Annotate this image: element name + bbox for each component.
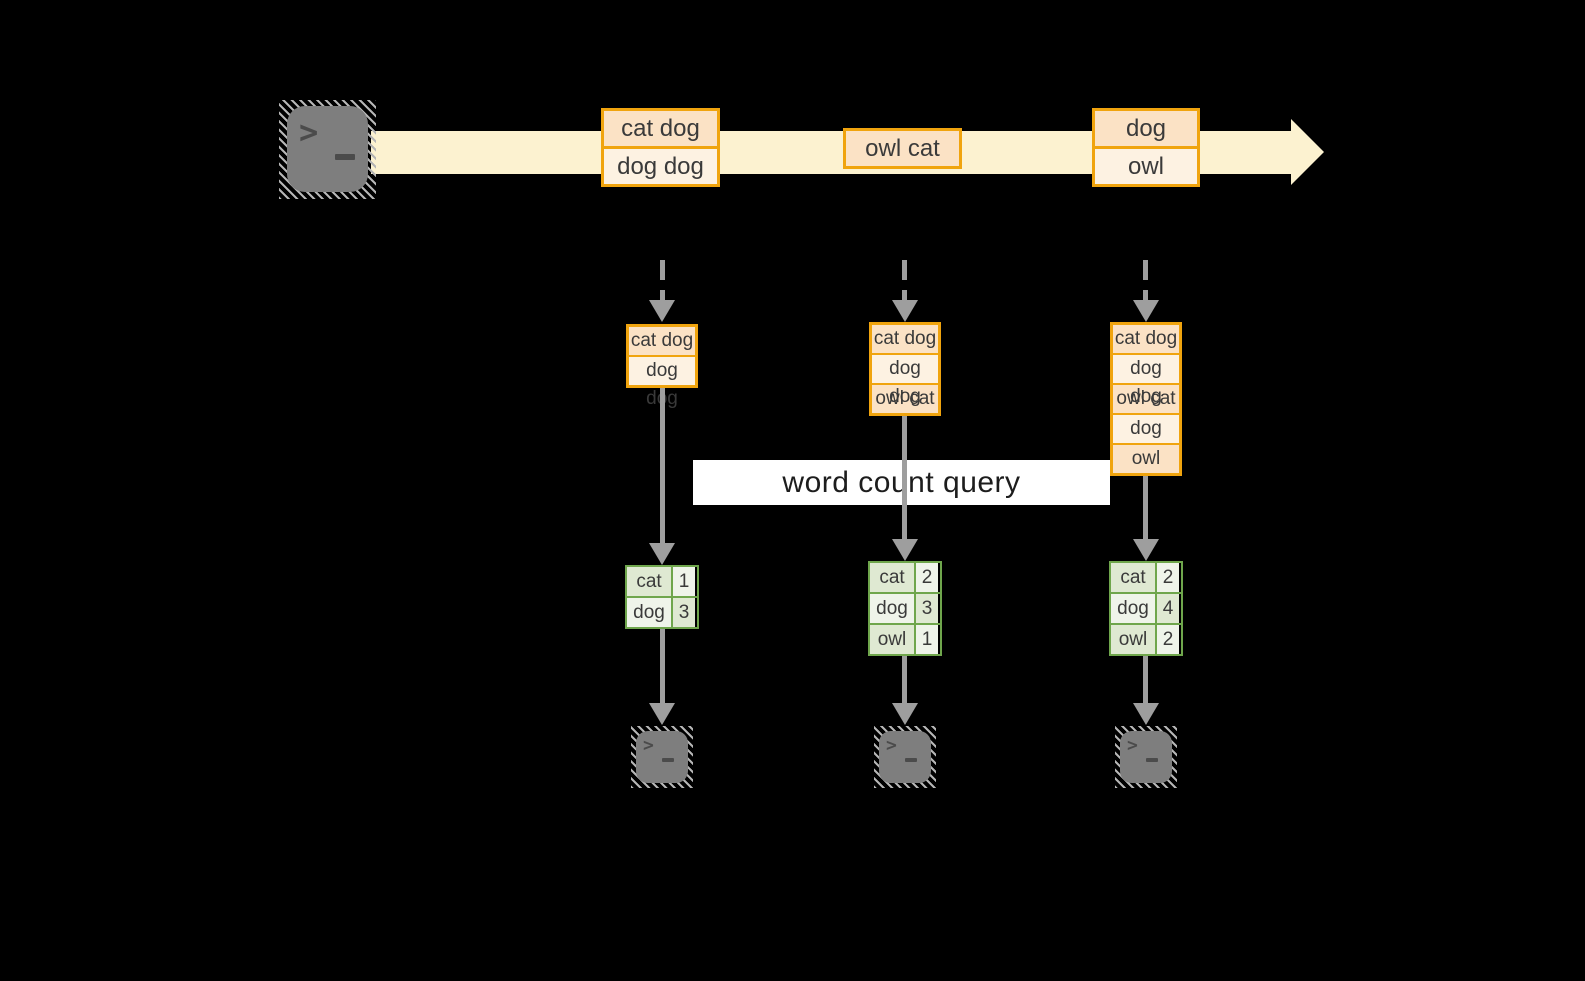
batch-line: dog — [1095, 111, 1197, 146]
result-count: 2 — [1157, 563, 1179, 592]
input-line: dog dog — [629, 355, 695, 409]
result-row: cat 1 — [627, 567, 697, 596]
stream-batch-box-2: owl cat — [843, 128, 962, 169]
down-arrowhead-icon — [649, 543, 675, 565]
stream-timeline-arrowhead-icon — [1291, 119, 1324, 185]
query-connector — [1143, 476, 1148, 539]
down-arrowhead-icon — [892, 703, 918, 725]
terminal-screen: > — [287, 106, 368, 192]
input-line: dog — [1113, 413, 1179, 443]
query-connector — [902, 416, 907, 539]
sink-terminal-icon-3: > — [1115, 726, 1177, 788]
result-word: dog — [1111, 594, 1157, 623]
down-arrowhead-icon — [892, 300, 918, 322]
terminal-prompt-icon: > — [1127, 735, 1138, 756]
output-connector — [1143, 656, 1148, 703]
down-arrowhead-icon — [1133, 539, 1159, 561]
batch-line: owl cat — [846, 131, 959, 166]
input-line: owl cat — [1113, 383, 1179, 413]
result-word: dog — [627, 598, 673, 627]
stream-batch-box-3: dog owl — [1092, 108, 1200, 187]
source-terminal-icon: > — [279, 100, 376, 199]
result-row: dog 3 — [627, 596, 697, 627]
batch-dashed-connector — [660, 260, 665, 302]
batch-dashed-connector — [1143, 260, 1148, 302]
result-row: dog 3 — [870, 592, 940, 623]
terminal-screen: > — [1120, 731, 1172, 783]
terminal-cursor-icon — [662, 758, 674, 762]
down-arrowhead-icon — [649, 703, 675, 725]
batch-dashed-connector — [902, 260, 907, 302]
input-line: dog dog — [1113, 353, 1179, 407]
result-row: owl 1 — [870, 623, 940, 654]
sink-terminal-icon-1: > — [631, 726, 693, 788]
input-line: dog dog — [872, 353, 938, 407]
result-count: 3 — [916, 594, 938, 623]
batch-line: cat dog — [604, 111, 717, 146]
result-table-1: cat 1 dog 3 — [625, 565, 699, 629]
result-count: 3 — [673, 598, 695, 627]
terminal-cursor-icon — [1146, 758, 1158, 762]
result-table-2: cat 2 dog 3 owl 1 — [868, 561, 942, 656]
input-table-box-2: cat dog dog dog owl cat — [869, 322, 941, 416]
terminal-screen: > — [879, 731, 931, 783]
down-arrowhead-icon — [1133, 300, 1159, 322]
word-count-query-label: word count query — [693, 460, 1110, 505]
result-word: owl — [1111, 625, 1157, 654]
input-line: cat dog — [872, 325, 938, 353]
input-line: cat dog — [629, 327, 695, 355]
input-line: owl cat — [872, 383, 938, 413]
output-connector — [902, 656, 907, 703]
result-row: owl 2 — [1111, 623, 1181, 654]
result-count: 2 — [916, 563, 938, 592]
input-table-box-3: cat dog dog dog owl cat dog owl — [1110, 322, 1182, 476]
result-word: cat — [1111, 563, 1157, 592]
output-connector — [660, 629, 665, 703]
input-line: owl — [1113, 443, 1179, 473]
down-arrowhead-icon — [1133, 703, 1159, 725]
input-line: cat dog — [1113, 325, 1179, 353]
result-count: 4 — [1157, 594, 1179, 623]
down-arrowhead-icon — [649, 300, 675, 322]
result-word: cat — [627, 567, 673, 596]
batch-line: owl — [1095, 146, 1197, 184]
terminal-cursor-icon — [335, 154, 355, 160]
result-row: dog 4 — [1111, 592, 1181, 623]
result-word: dog — [870, 594, 916, 623]
terminal-cursor-icon — [905, 758, 917, 762]
result-count: 2 — [1157, 625, 1179, 654]
terminal-prompt-icon: > — [299, 113, 319, 151]
query-connector — [660, 388, 665, 543]
result-word: cat — [870, 563, 916, 592]
result-count: 1 — [916, 625, 938, 654]
stream-batch-box-1: cat dog dog dog — [601, 108, 720, 187]
terminal-prompt-icon: > — [643, 735, 654, 756]
down-arrowhead-icon — [892, 539, 918, 561]
terminal-screen: > — [636, 731, 688, 783]
result-word: owl — [870, 625, 916, 654]
terminal-prompt-icon: > — [886, 735, 897, 756]
result-table-3: cat 2 dog 4 owl 2 — [1109, 561, 1183, 656]
input-table-box-1: cat dog dog dog — [626, 324, 698, 409]
result-row: cat 2 — [870, 563, 940, 592]
result-row: cat 2 — [1111, 563, 1181, 592]
sink-terminal-icon-2: > — [874, 726, 936, 788]
batch-line: dog dog — [604, 146, 717, 184]
result-count: 1 — [673, 567, 695, 596]
